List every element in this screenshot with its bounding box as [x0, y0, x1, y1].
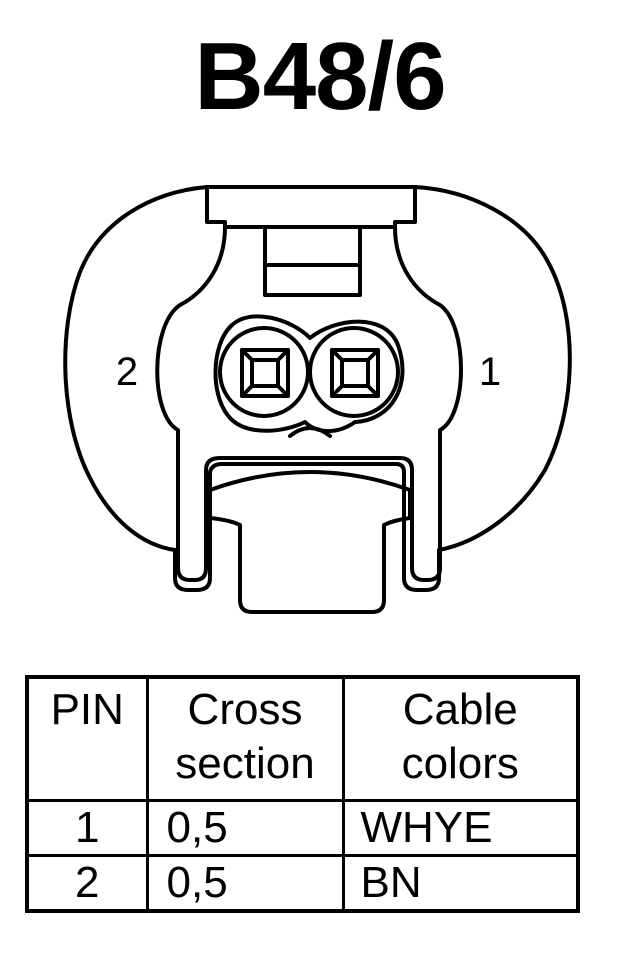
- connector-inner-body: [155, 225, 463, 582]
- terminal-2-inner: [250, 358, 280, 388]
- cell-cable-color: WHYE: [341, 799, 580, 857]
- pin-cavity-1: [308, 326, 400, 418]
- latch-top-outer: [205, 185, 417, 229]
- table-row: 1 0,5 WHYE: [25, 799, 580, 857]
- pin-label-1: 1: [479, 350, 501, 394]
- latch-top-inner: [263, 225, 362, 297]
- connector-title: B48/6: [194, 23, 446, 130]
- cell-cable-color: BN: [341, 854, 580, 913]
- latch-bottom: [208, 470, 412, 614]
- connector-outer-housing: [63, 185, 572, 592]
- connector-face-diagram: 2 1: [63, 185, 572, 614]
- terminal-2-outer: [240, 348, 290, 398]
- table-header-row: PIN Cross section Cable colors: [25, 675, 580, 802]
- pin-label-2: 2: [116, 350, 138, 394]
- cavity-divider: [288, 426, 332, 438]
- header-pin: PIN: [25, 675, 149, 802]
- cell-cross-section: 0,5: [145, 799, 345, 857]
- cell-cross-section: 0,5: [145, 854, 345, 913]
- header-cable-colors: Cable colors: [341, 675, 580, 802]
- pin-assignment-table: PIN Cross section Cable colors 1 0,5 WHY…: [25, 675, 580, 913]
- terminal-1-outer: [330, 348, 380, 398]
- pin-cavity-outline: [213, 314, 405, 433]
- cell-pin: 2: [25, 854, 149, 913]
- header-cross-section: Cross section: [145, 675, 345, 802]
- table-row: 2 0,5 BN: [25, 854, 580, 913]
- terminal-1-inner: [340, 358, 370, 388]
- cell-pin: 1: [25, 799, 149, 857]
- pin-cavity-2: [218, 326, 310, 418]
